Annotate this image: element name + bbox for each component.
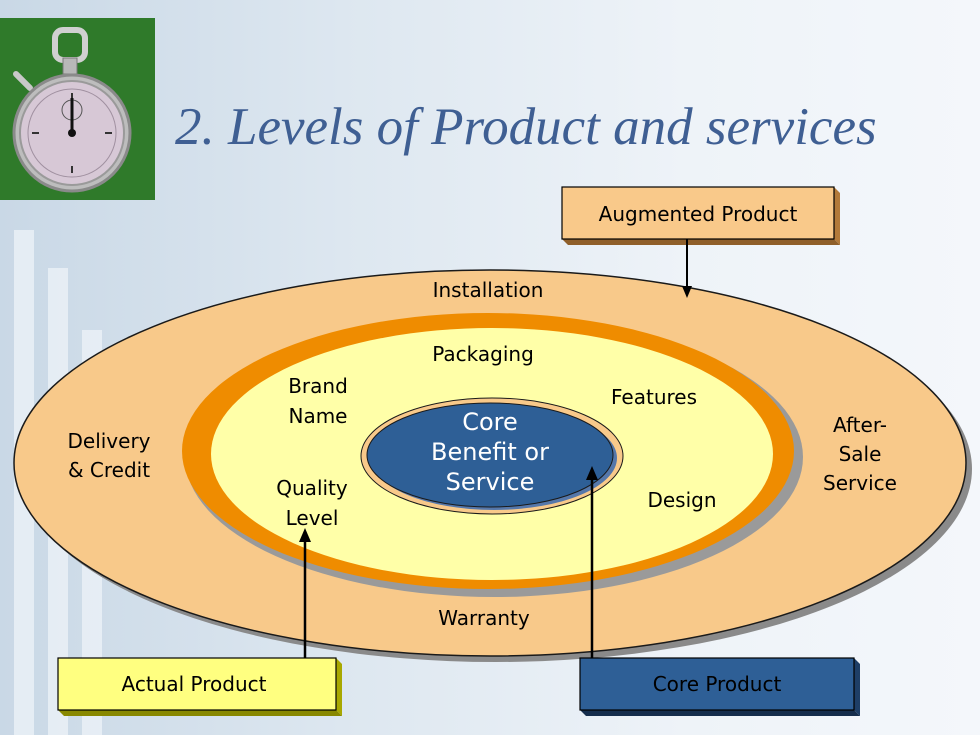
core-product-label: Core Product: [653, 672, 782, 696]
stopwatch-image: [0, 18, 155, 200]
callout-side: [834, 187, 840, 245]
actual-product-callout: Actual Product: [57, 657, 342, 716]
core-text-line-1: Core: [462, 408, 518, 436]
callout-side: [854, 658, 860, 716]
callout-side: [336, 658, 342, 716]
callout-face: [579, 657, 855, 711]
label-delivery-credit-2: & Credit: [68, 458, 150, 482]
core-text-line-2: Benefit or: [431, 438, 549, 466]
augmented-product-callout: Augmented Product: [561, 186, 840, 245]
label-installation: Installation: [433, 278, 544, 302]
augmented-product-label: Augmented Product: [599, 202, 798, 226]
callout-face: [561, 186, 835, 240]
label-brand-name-1: Brand: [288, 374, 348, 398]
label-after-sale-service-1: After-: [833, 413, 887, 437]
callout-bottom: [58, 710, 342, 716]
actual-product-label: Actual Product: [122, 672, 267, 696]
core-product-arrow: [586, 466, 598, 658]
callout-bottom: [562, 239, 840, 245]
label-warranty: Warranty: [438, 606, 530, 630]
label-quality-level-2: Level: [286, 506, 339, 530]
augmented-product-arrow: [682, 239, 692, 298]
label-packaging: Packaging: [432, 342, 534, 366]
callout-face: [57, 657, 337, 711]
callout-bottom: [580, 710, 860, 716]
label-quality-level-1: Quality: [276, 476, 348, 500]
label-design: Design: [647, 488, 716, 512]
core-benefit-ellipse: [366, 402, 614, 508]
core-product-callout: Core Product: [579, 657, 860, 716]
label-delivery-credit-1: Delivery: [67, 429, 150, 453]
label-after-sale-service-2: Sale: [839, 442, 882, 466]
stopwatch-icon: [0, 18, 155, 200]
core-text-line-3: Service: [446, 468, 535, 496]
actual-product-arrow: [299, 528, 311, 658]
label-after-sale-service-3: Service: [823, 471, 897, 495]
page-title: 2. Levels of Product and services: [175, 98, 877, 156]
label-brand-name-2: Name: [288, 404, 347, 428]
label-features: Features: [611, 385, 697, 409]
